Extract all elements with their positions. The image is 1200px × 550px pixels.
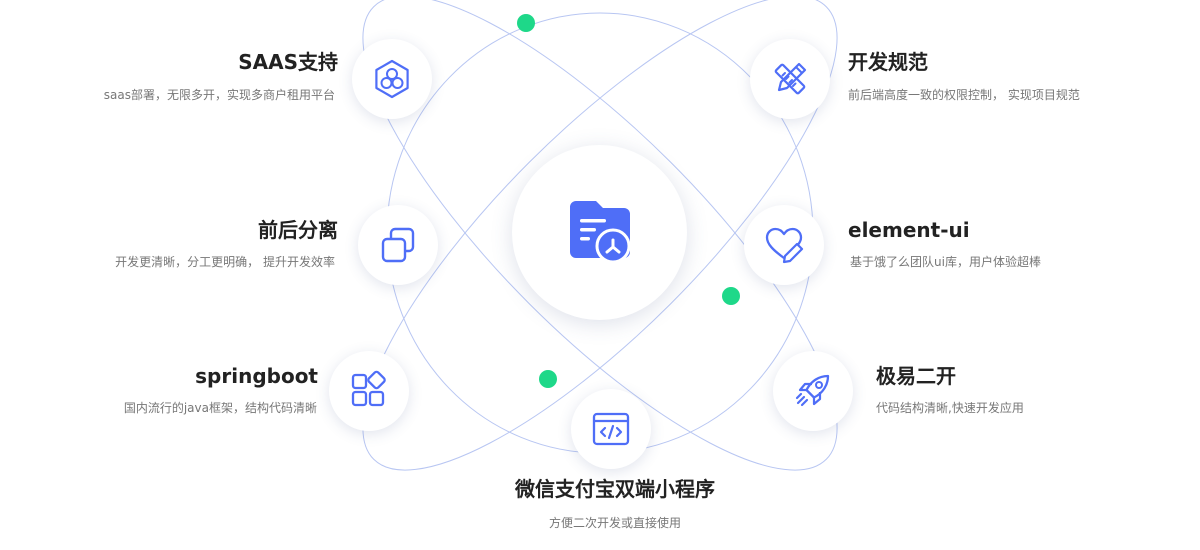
feature-desc-separation: 开发更清晰，分工更明确， 提升开发效率 [115, 255, 335, 269]
feature-title-dev-standards: 开发规范 [848, 50, 928, 74]
heart-pencil-icon [765, 227, 804, 264]
overlapping-squares-icon [381, 227, 415, 263]
center-hub [512, 145, 687, 320]
code-window-icon [592, 412, 630, 446]
feature-node-easy-dev[interactable] [773, 351, 853, 431]
rocket-icon [795, 374, 830, 407]
feature-desc-easy-dev: 代码结构清晰,快速开发应用 [876, 401, 1024, 415]
orbit-dot-right [722, 287, 740, 305]
grid-blocks-icon [351, 370, 386, 407]
feature-node-saas[interactable] [352, 39, 432, 119]
feature-desc-saas: saas部署，无限多开，实现多商户租用平台 [103, 88, 335, 102]
feature-node-separation[interactable] [358, 205, 438, 285]
feature-title-mini-program: 微信支付宝双端小程序 [515, 477, 715, 501]
feature-desc-element-ui: 基于饿了么团队ui库，用户体验超棒 [850, 255, 1041, 269]
orbit-tilted-right [362, 0, 838, 471]
feature-desc-mini-program: 方便二次开发或直接使用 [548, 516, 681, 530]
feature-title-separation: 前后分离 [258, 218, 338, 242]
orbit-dot-top [517, 14, 535, 32]
feature-node-springboot[interactable] [329, 351, 409, 431]
pencil-ruler-icon [774, 62, 807, 95]
orbit-tilted-left [362, 0, 838, 471]
feature-desc-springboot: 国内流行的java框架，结构代码清晰 [123, 401, 317, 415]
feature-title-springboot: springboot [195, 364, 318, 388]
folder-share-icon [569, 200, 630, 263]
feature-node-dev-standards[interactable] [750, 39, 830, 119]
hexagon-cluster-icon [375, 59, 409, 99]
feature-title-saas: SAAS支持 [238, 50, 338, 74]
feature-desc-dev-standards: 前后端高度一致的权限控制， 实现项目规范 [848, 88, 1080, 102]
feature-node-element-ui[interactable] [744, 205, 824, 285]
feature-title-easy-dev: 极易二开 [876, 364, 956, 388]
feature-title-element-ui: element-ui [848, 218, 970, 242]
feature-node-mini-program[interactable] [571, 389, 651, 469]
orbit-dot-bottom [539, 370, 557, 388]
